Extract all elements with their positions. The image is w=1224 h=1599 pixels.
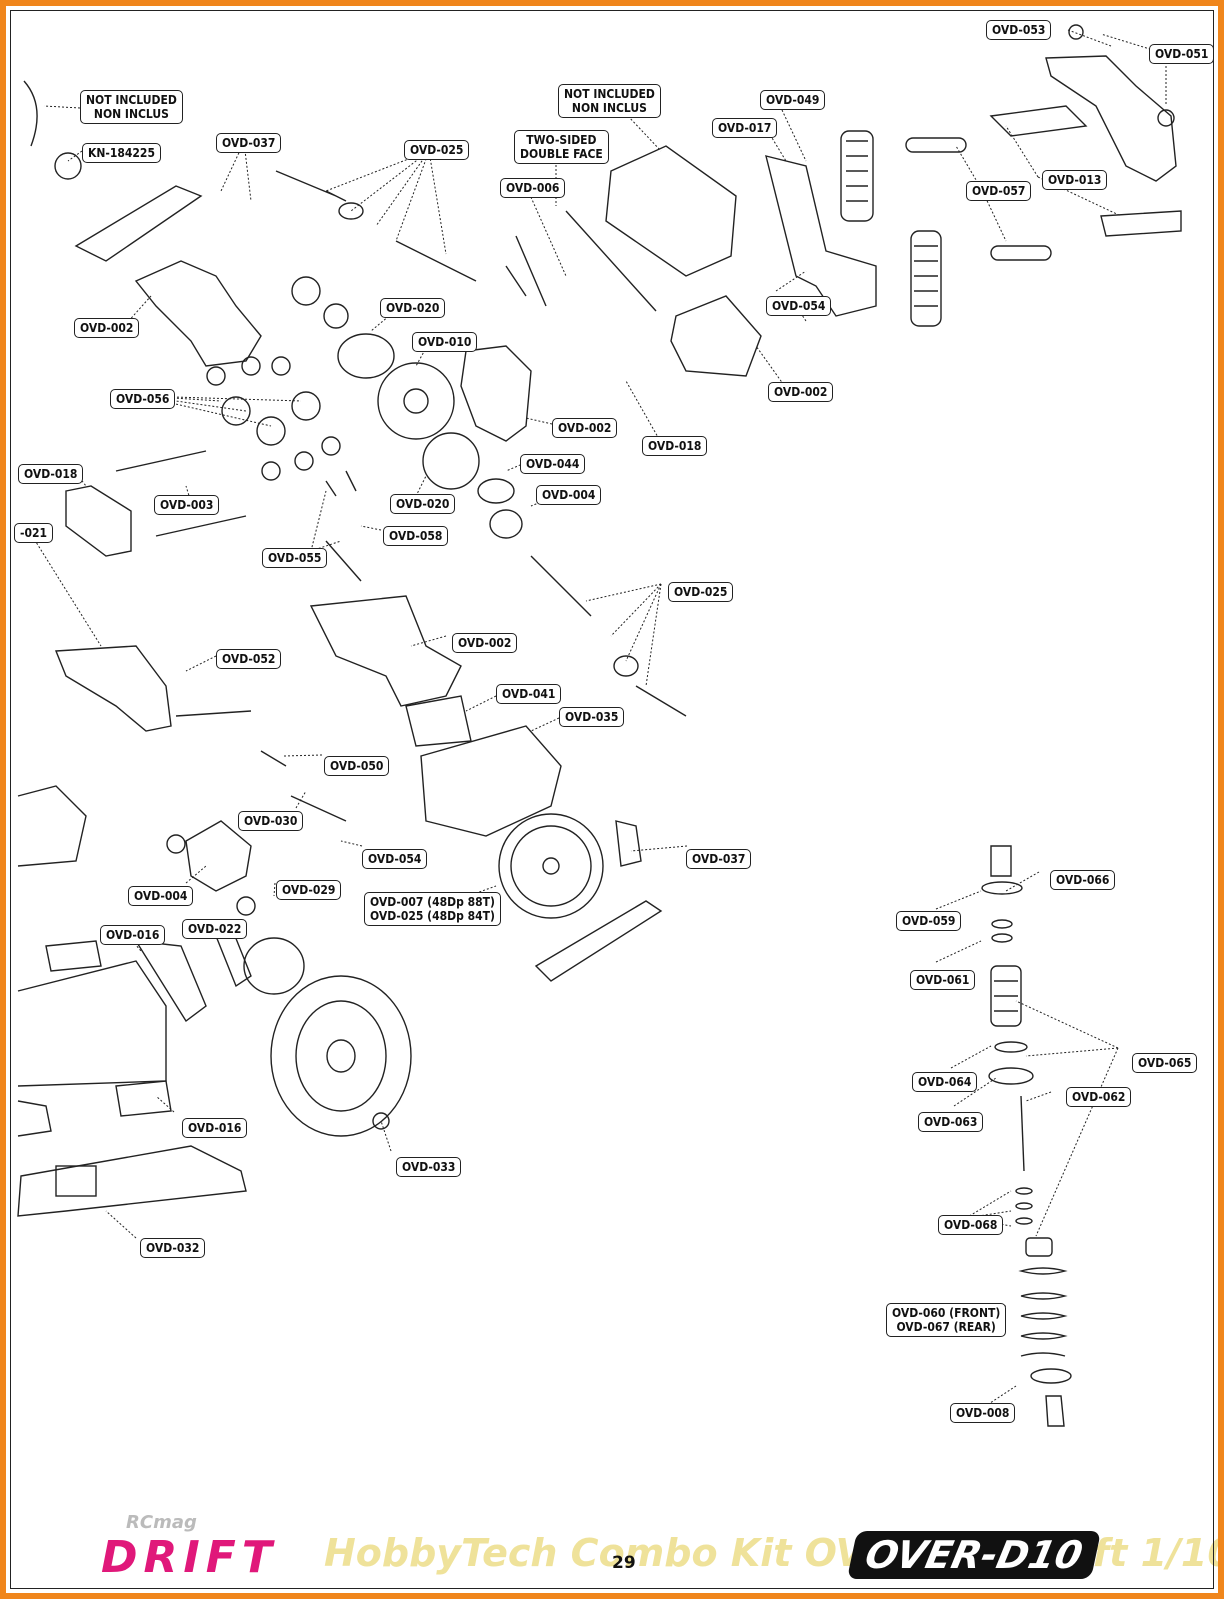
- label-ovd-054-mid: OVD-054: [362, 849, 428, 869]
- label-ovd-049: OVD-049: [760, 90, 826, 110]
- label-ovd-056: OVD-056: [110, 389, 176, 409]
- label-ovd-010: OVD-010: [412, 332, 478, 352]
- label-kn-184225: KN-184225: [82, 143, 161, 163]
- label-line: OVD-067 (REAR): [896, 1320, 996, 1334]
- label-ovd-033: OVD-033: [396, 1157, 462, 1177]
- parts: [17, 24, 1182, 1427]
- label-ovd-068: OVD-068: [938, 1215, 1004, 1235]
- label-ovd-032: OVD-032: [140, 1238, 206, 1258]
- label-ovd-062: OVD-062: [1066, 1087, 1132, 1107]
- label-ovd-013: OVD-013: [1042, 170, 1108, 190]
- label-ovd-spur: OVD-007 (48Dp 88T) OVD-025 (48Dp 84T): [364, 892, 501, 926]
- label-ovd-006: OVD-006: [500, 178, 566, 198]
- label-ovd-002-right: OVD-002: [768, 382, 834, 402]
- label-ovd-066: OVD-066: [1050, 870, 1116, 890]
- label-line: DOUBLE FACE: [520, 147, 603, 161]
- label-ovd-035: OVD-035: [559, 707, 625, 727]
- label-ovd-004-mid: OVD-004: [128, 886, 194, 906]
- label-ovd-052: OVD-052: [216, 649, 282, 669]
- label-two-sided: TWO-SIDED DOUBLE FACE: [514, 130, 609, 164]
- label-ovd-037-top: OVD-037: [216, 133, 282, 153]
- label-ovd-018-left: OVD-018: [18, 464, 84, 484]
- label-line: OVD-025 (48Dp 84T): [370, 909, 495, 923]
- label-ovd-021: -021: [14, 523, 54, 543]
- label-ovd-064: OVD-064: [912, 1072, 978, 1092]
- label-ovd-spring: OVD-060 (FRONT) OVD-067 (REAR): [886, 1303, 1007, 1337]
- label-ovd-050: OVD-050: [324, 756, 390, 776]
- label-ovd-065: OVD-065: [1132, 1053, 1198, 1073]
- exploded-parts-diagram: [17, 24, 1182, 1427]
- label-ovd-051: OVD-051: [1149, 44, 1215, 64]
- label-line: OVD-060 (FRONT): [892, 1306, 1001, 1320]
- label-ovd-002-mid: OVD-002: [552, 418, 618, 438]
- label-ovd-016-top: OVD-016: [100, 925, 166, 945]
- label-line: TWO-SIDED: [526, 133, 597, 147]
- label-not-included-2: NOT INCLUDED NON INCLUS: [558, 84, 661, 118]
- label-ovd-063: OVD-063: [918, 1112, 984, 1132]
- label-ovd-020-bot: OVD-020: [390, 494, 456, 514]
- label-ovd-003: OVD-003: [154, 495, 220, 515]
- label-ovd-054-top: OVD-054: [766, 296, 832, 316]
- label-line: NOT INCLUDED: [564, 87, 655, 101]
- page-number: 29: [612, 1553, 636, 1573]
- label-ovd-037-mid: OVD-037: [686, 849, 752, 869]
- label-line: OVD-007 (48Dp 88T): [370, 895, 495, 909]
- label-ovd-020-top: OVD-020: [380, 298, 446, 318]
- label-ovd-061: OVD-061: [910, 970, 976, 990]
- label-ovd-008: OVD-008: [950, 1403, 1016, 1423]
- label-ovd-017: OVD-017: [712, 118, 778, 138]
- label-ovd-016-bot: OVD-016: [182, 1118, 248, 1138]
- label-ovd-030: OVD-030: [238, 811, 304, 831]
- label-ovd-053: OVD-053: [986, 20, 1052, 40]
- label-ovd-025-top: OVD-025: [404, 140, 470, 160]
- label-line: NON INCLUS: [571, 101, 647, 115]
- label-not-included-1: NOT INCLUDED NON INCLUS: [80, 90, 183, 124]
- label-ovd-041: OVD-041: [496, 684, 562, 704]
- label-ovd-057: OVD-057: [966, 181, 1032, 201]
- label-ovd-044: OVD-044: [520, 454, 586, 474]
- label-ovd-018-right: OVD-018: [642, 436, 708, 456]
- label-ovd-055: OVD-055: [262, 548, 328, 568]
- label-ovd-058: OVD-058: [383, 526, 449, 546]
- label-ovd-059: OVD-059: [896, 911, 962, 931]
- magazine-watermark: RCmag: [126, 1512, 197, 1533]
- label-ovd-002-left: OVD-002: [74, 318, 140, 338]
- label-ovd-025-mid: OVD-025: [668, 582, 734, 602]
- drift-brand-logo: DRIFT: [101, 1532, 278, 1583]
- label-ovd-002-low: OVD-002: [452, 633, 518, 653]
- label-line: NOT INCLUDED: [86, 93, 177, 107]
- label-ovd-004-top: OVD-004: [536, 485, 602, 505]
- label-line: NON INCLUS: [93, 107, 169, 121]
- over-d10-logo: OVER-D10: [846, 1531, 1101, 1579]
- label-ovd-029: OVD-029: [276, 880, 342, 900]
- label-ovd-022: OVD-022: [182, 919, 248, 939]
